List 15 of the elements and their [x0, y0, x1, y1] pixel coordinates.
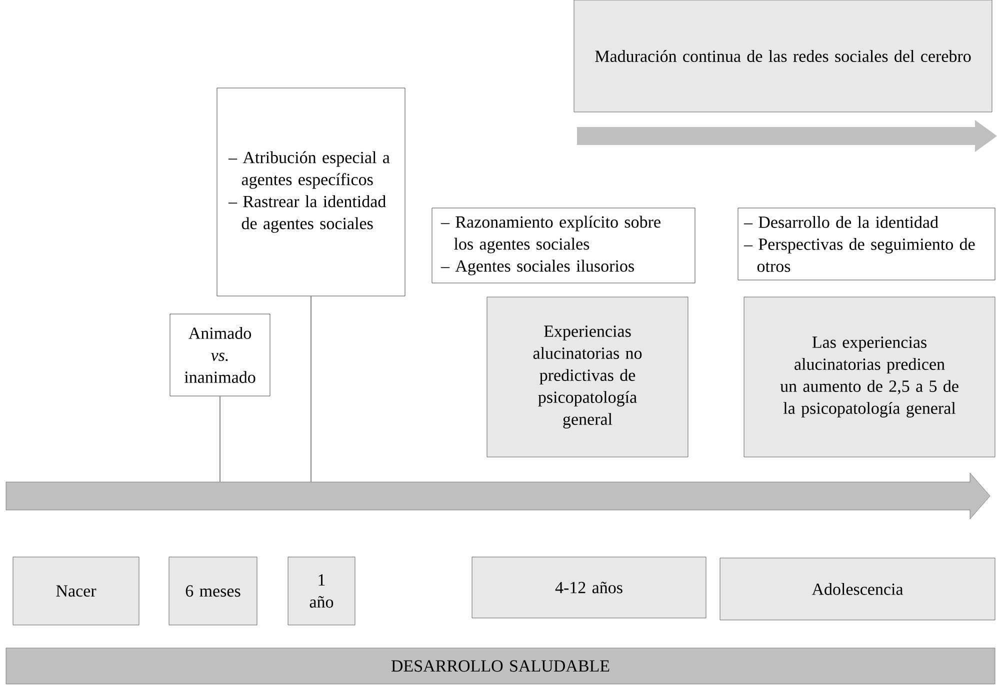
age-box: 1 año — [288, 556, 356, 626]
age-box: 4-12 años — [472, 556, 706, 618]
timeline-arrow — [6, 472, 990, 520]
heading-box: Maduración continua de las redes sociales del cerebro — [574, 0, 992, 112]
milestone-box: – Atribución especial a agentes específicos – Rastrear la identidad de agentes sociales — [216, 88, 406, 296]
milestone-box: – Desarrollo de la identidad – Perspectivas de seguimiento de otros — [738, 208, 996, 280]
banner-bar: DESARROLLO SALUDABLE — [6, 648, 996, 684]
age-box: 6 meses — [168, 556, 258, 626]
outcome-box: Las experiencias alucinatorias predicen un aumento de 2,5 a 5 de la psicopatología general — [744, 296, 996, 458]
age-box: Nacer — [12, 556, 140, 626]
age-box: Adolescencia — [720, 558, 996, 620]
outcome-box: Experiencias alucinatorias no predictivas de psicopatología general — [486, 296, 688, 458]
milestone-box: – Razonamiento explícito sobre los agentes sociales – Agentes sociales ilusorios — [432, 208, 696, 284]
milestone-box: Animado vs. inanimado — [170, 314, 270, 396]
connector-line — [310, 296, 312, 482]
